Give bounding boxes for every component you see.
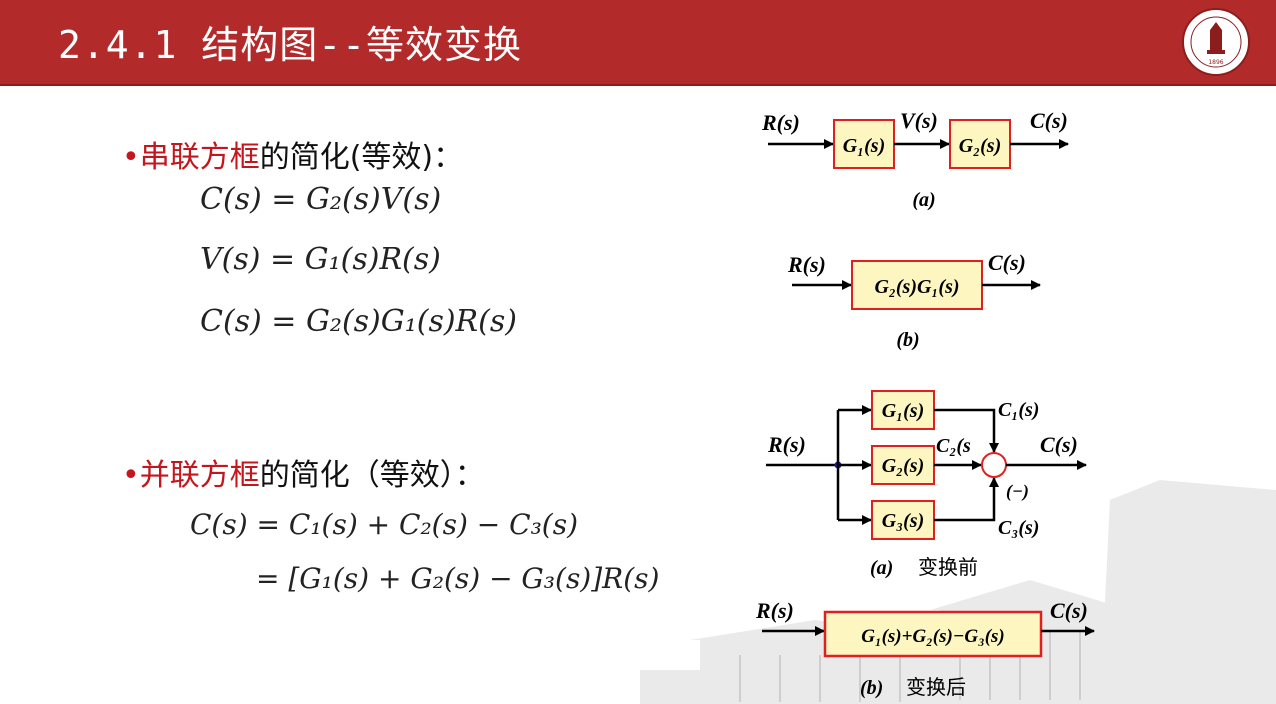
signal-c2-label: C₂(s xyxy=(936,435,971,457)
caption-letter: (b) xyxy=(860,677,883,699)
series-diagram-a: G₁(s) G₂(s) R(s) V(s) C(s) (a) xyxy=(761,108,1068,211)
output-label: C(s) xyxy=(1050,598,1088,623)
caption: (a) xyxy=(912,189,935,211)
caption-text: 变换后 xyxy=(906,675,966,699)
output-label: C(s) xyxy=(1040,432,1078,457)
caption-text: 变换前 xyxy=(918,555,978,579)
series-diagram-b: G₂(s)G₁(s) R(s) C(s) (b) xyxy=(787,250,1040,351)
block-g2-label: G₂(s) xyxy=(959,135,1002,157)
block-g3-label: G₃(s) xyxy=(882,510,925,532)
summing-junction xyxy=(982,453,1006,477)
block-g2g1-label: G₂(s)G₁(s) xyxy=(874,276,959,298)
minus-sign-label: (−) xyxy=(1006,481,1029,502)
intermediate-label: V(s) xyxy=(900,108,938,133)
block-g2-label: G₂(s) xyxy=(882,455,925,477)
input-label: R(s) xyxy=(761,110,800,135)
output-label: C(s) xyxy=(1030,108,1068,133)
block-g1-label: G₁(s) xyxy=(843,135,886,157)
caption: (b) xyxy=(896,329,919,351)
signal-c1-label: C₁(s) xyxy=(998,399,1039,421)
input-label: R(s) xyxy=(787,252,826,277)
parallel-diagram-a: G₁(s) G₂(s) G₃(s) R(s) C(s) C₁(s) C₂(s C… xyxy=(766,391,1086,579)
output-label: C(s) xyxy=(988,250,1026,275)
block-combined-label: G₁(s)+G₂(s)−G₃(s) xyxy=(861,626,1005,647)
input-label: R(s) xyxy=(755,598,794,623)
parallel-diagram-b: G₁(s)+G₂(s)−G₃(s) R(s) C(s) (b) 变换后 xyxy=(755,598,1094,699)
signal-c3-label: C₃(s) xyxy=(998,517,1039,539)
input-label: R(s) xyxy=(767,432,806,457)
caption-letter: (a) xyxy=(870,557,893,579)
block-g1-label: G₁(s) xyxy=(882,400,925,422)
